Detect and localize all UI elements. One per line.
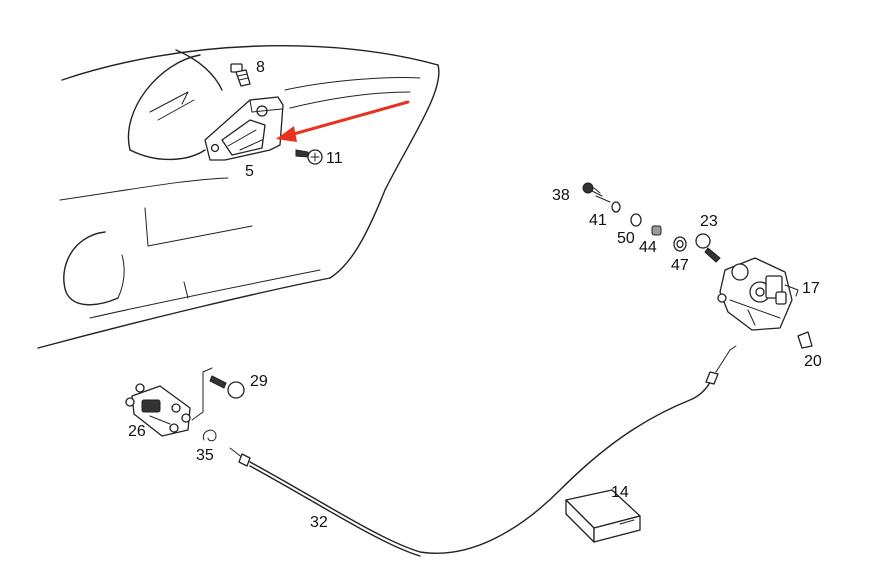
- control-unit-part-14: [565, 489, 641, 543]
- callout-38: 38: [552, 187, 570, 204]
- bolt-part-23: [695, 233, 721, 263]
- screw-part-11: [295, 149, 323, 165]
- spring-clip-part-35: [202, 429, 217, 442]
- bowden-cable-part-32: [229, 345, 737, 557]
- screw-part-38: [582, 182, 603, 197]
- pin-part-8: [230, 63, 251, 87]
- vehicle-body-outline: [37, 45, 440, 349]
- red-pointer-arrow: [276, 100, 410, 142]
- callout-35: 35: [196, 447, 214, 464]
- bushing-part-50: [630, 213, 642, 227]
- clip-part-20: [797, 331, 813, 349]
- bolt-part-29: [191, 367, 245, 421]
- callout-14: 14: [611, 484, 629, 501]
- callout-5: 5: [245, 163, 254, 180]
- callout-29: 29: [250, 373, 268, 390]
- callout-20: 20: [804, 353, 822, 370]
- latch-assembly-part-17: [717, 257, 799, 331]
- leader-lines: [595, 195, 611, 203]
- lock-bracket-part-5: [204, 96, 284, 161]
- lock-actuator-part-26: [125, 383, 191, 437]
- spacer-part-47: [673, 236, 687, 252]
- callout-50: 50: [617, 230, 635, 247]
- callout-26: 26: [128, 423, 146, 440]
- callout-32: 32: [310, 514, 328, 531]
- callout-labels: 8 5 11 38 41 50 44 23 47 17 20 29 26 35 …: [128, 59, 822, 531]
- callout-47: 47: [671, 257, 689, 274]
- callout-41: 41: [589, 212, 607, 229]
- callout-23: 23: [700, 213, 718, 230]
- callout-17: 17: [802, 280, 820, 297]
- callout-11: 11: [326, 150, 343, 167]
- nut-part-44: [651, 225, 662, 236]
- callout-44: 44: [639, 239, 657, 256]
- callout-8: 8: [256, 59, 265, 76]
- washer-part-41: [611, 201, 621, 213]
